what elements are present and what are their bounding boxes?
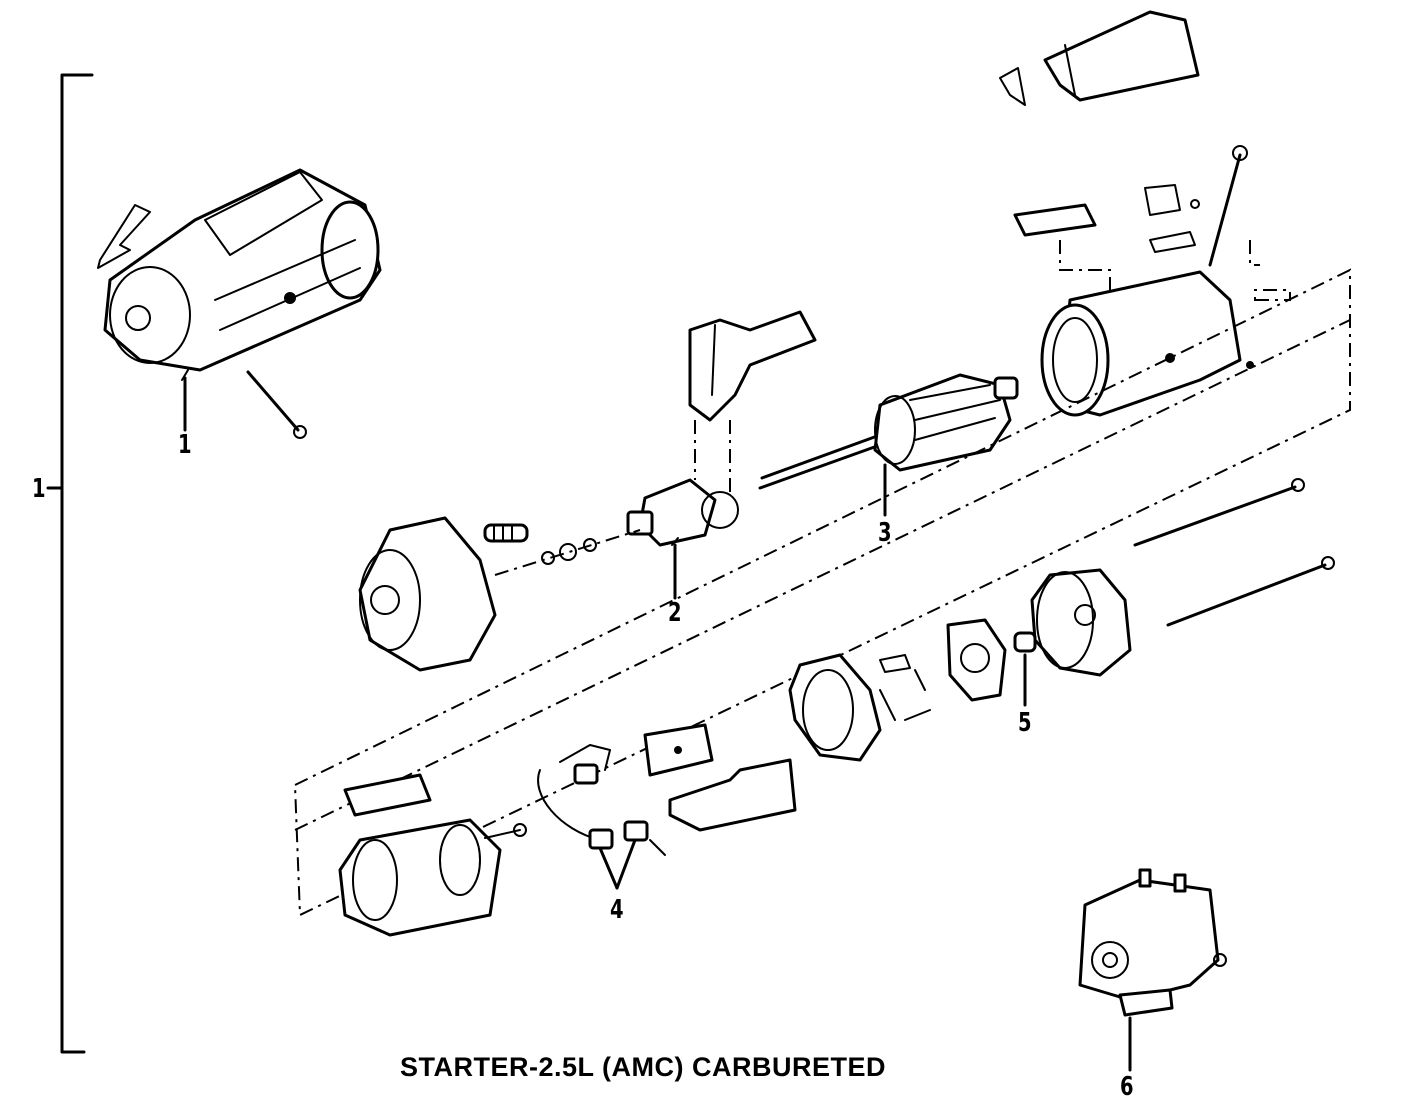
armature xyxy=(758,373,1019,517)
callout-2: 2 xyxy=(668,598,682,628)
diagram-caption: STARTER-2.5L (AMC) CARBURETED xyxy=(400,1052,886,1082)
brush-set xyxy=(537,723,797,890)
callout-4: 4 xyxy=(610,895,624,925)
callout-1-assembly: 1 xyxy=(32,474,46,504)
bushing-and-gasket xyxy=(946,618,1037,707)
assembly-bracket xyxy=(46,73,94,1054)
field-frame-housing xyxy=(1013,145,1291,417)
alignment-dashline xyxy=(293,268,1351,917)
commutator-end-frame xyxy=(1030,568,1132,677)
through-bolts xyxy=(1133,478,1335,627)
brush-plate xyxy=(788,653,931,762)
callout-6: 6 xyxy=(1120,1072,1134,1102)
starter-motor-assembly xyxy=(97,168,382,439)
drive-end-housing xyxy=(358,516,641,672)
starter-relay xyxy=(1078,868,1227,1072)
callout-1-starter: 1 xyxy=(178,430,192,460)
solenoid-assembly xyxy=(338,773,527,937)
callout-3: 3 xyxy=(878,518,892,548)
solenoid-cover xyxy=(999,10,1200,106)
callout-leaders xyxy=(181,369,679,546)
callout-5: 5 xyxy=(1018,708,1032,738)
drive-pinion-assembly xyxy=(626,310,817,600)
